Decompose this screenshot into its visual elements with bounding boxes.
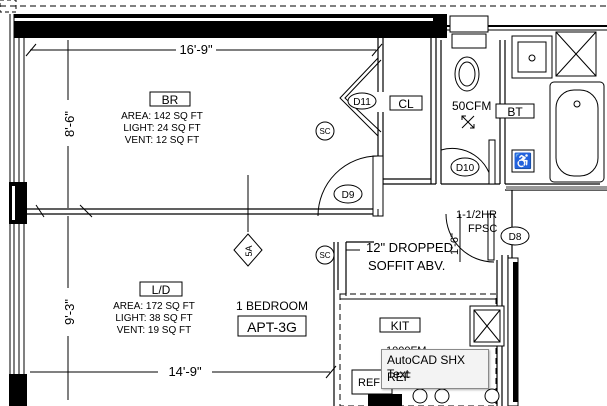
door-tag-d11-ellipse xyxy=(347,92,377,110)
svg-text:♿: ♿ xyxy=(514,152,533,170)
cl-tag-box xyxy=(389,95,423,111)
ld-light: LIGHT: 38 SQ FT xyxy=(115,313,192,324)
door-d9-swing xyxy=(317,155,379,217)
object-tooltip: AutoCAD SHX Text REF xyxy=(381,349,489,389)
ld-depth-dim: 9'-3" xyxy=(62,299,77,325)
section-marker-diamond xyxy=(233,233,263,267)
bath-top-wall xyxy=(433,14,447,38)
fan-note: 50CFM xyxy=(452,99,491,113)
soffit-leader xyxy=(345,249,360,296)
door-d8-leaf xyxy=(487,213,495,261)
sc-tag-1: SC xyxy=(319,127,330,136)
fan-arrows-icon xyxy=(461,115,475,129)
top-exterior-wall xyxy=(14,14,434,38)
br-area: AREA: 142 SQ FT xyxy=(121,111,203,122)
br-light: LIGHT: 24 SQ FT xyxy=(123,123,200,134)
kit-tag-box xyxy=(379,317,421,333)
door-d10-leaf xyxy=(488,139,496,185)
dim-tick-left-2 xyxy=(35,204,45,218)
door-tag-d11: D11 xyxy=(353,97,371,108)
kitchen-sink-fixture xyxy=(469,305,505,347)
unit-name: APT-3G xyxy=(247,319,297,335)
accessible-icon: ♿ xyxy=(511,149,535,173)
ld-width-dimension-line xyxy=(30,365,337,379)
ref-label: REF xyxy=(358,377,380,389)
sc-tag-2: SC xyxy=(319,251,330,260)
door-tag-d9-ellipse xyxy=(333,184,363,204)
sc-tag-2-circle xyxy=(315,245,335,265)
sc-tag-1-circle xyxy=(315,121,335,141)
door-tag-d8-ellipse xyxy=(500,226,530,246)
window-mullion-2 xyxy=(9,374,27,406)
closet-bifold-doors xyxy=(339,57,382,137)
kitchen-right-wall-hatch xyxy=(513,262,518,402)
door-tag-d10: D10 xyxy=(456,163,475,174)
br-depth-dim: 8'-6" xyxy=(62,111,77,137)
bathtub-fixture xyxy=(549,81,605,183)
br-ld-partition xyxy=(26,208,378,215)
ld-width-dim: 14'-9" xyxy=(168,364,202,379)
door-tag-d10-ellipse xyxy=(450,157,480,177)
section-marker: 5A xyxy=(244,245,254,256)
br-width-dimension-line xyxy=(25,43,383,57)
cl-tag: CL xyxy=(398,97,414,111)
door-tag-d8: D8 xyxy=(509,232,522,243)
kit-tag: KIT xyxy=(391,319,410,333)
door-tag-d9: D9 xyxy=(342,190,355,201)
bt-tag-box xyxy=(495,103,535,119)
bottom-black-block xyxy=(368,394,402,406)
dropped-soffit-outline xyxy=(339,293,497,406)
bath-wall-strip xyxy=(506,186,607,190)
dim-tick-left xyxy=(79,204,93,218)
window-mullion-1-stripe xyxy=(12,186,15,220)
soffit-note-2: SOFFIT ABV. xyxy=(368,258,445,273)
bt-tag: BT xyxy=(507,105,523,119)
small-dim: 1'-6" xyxy=(449,233,461,255)
unit-name-box xyxy=(237,315,307,337)
unit-type: 1 BEDROOM xyxy=(236,299,308,313)
tooltip-title: AutoCAD SHX Text xyxy=(387,353,466,381)
br-vent: VENT: 12 SQ FT xyxy=(125,135,199,146)
br-width-dim: 16'-9" xyxy=(179,42,213,57)
ld-tag: L/D xyxy=(152,283,171,297)
closet-walls xyxy=(377,38,437,185)
top-wall-stripe xyxy=(14,18,434,21)
ld-tag-box xyxy=(139,281,183,297)
door-d9-leaf xyxy=(372,155,384,217)
rating-note-1: 1-1/2HR xyxy=(456,209,497,221)
rating-note-2: FPSC xyxy=(468,223,497,235)
tooltip-value: REF xyxy=(387,370,411,384)
br-tag-box xyxy=(149,91,191,107)
soffit-note-1: 12" DROPPED xyxy=(366,240,453,255)
range-burners xyxy=(412,388,500,404)
ld-area: AREA: 172 SQ FT xyxy=(113,301,195,312)
cabinet-fixture xyxy=(555,31,597,77)
lavatory-fixture xyxy=(511,35,553,79)
ld-vent: VENT: 19 SQ FT xyxy=(117,325,191,336)
br-tag: BR xyxy=(162,93,179,107)
window-mullion-1 xyxy=(9,182,27,224)
toilet-fixture xyxy=(449,15,489,92)
